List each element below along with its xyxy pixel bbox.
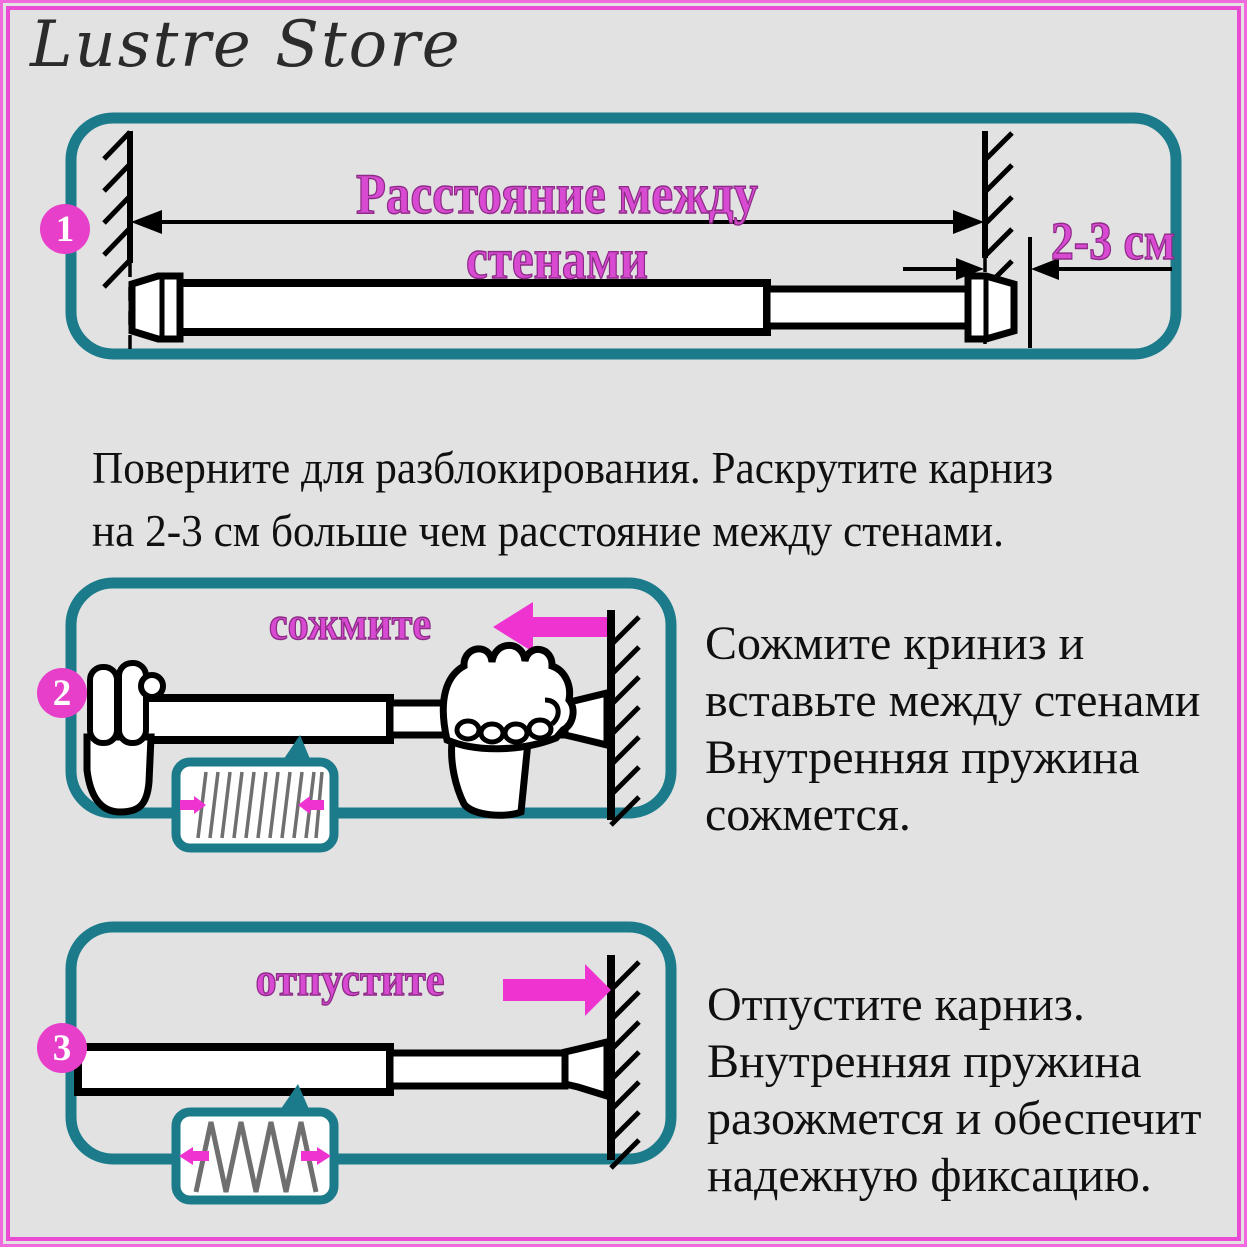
inward-arrows-icon (180, 796, 324, 814)
step3-caption: Отпустите карниз. Внутренняя пружина раз… (707, 978, 1202, 1202)
step3-wall-icon (607, 955, 641, 1170)
step1-number-badge: 1 (40, 204, 90, 254)
rod-right-cap (964, 272, 1018, 343)
release-action-label: отпустите (255, 953, 445, 1006)
store-logo: Lustre Store (30, 8, 462, 82)
left-hand-icon (83, 660, 166, 816)
right-fist-icon (439, 642, 577, 819)
rod-extended-icon (128, 272, 1018, 343)
release-arrow-right-icon (503, 964, 611, 1016)
step2-wall-icon (607, 610, 641, 827)
step2-panel (65, 577, 677, 853)
expanded-spring-inset (171, 1084, 339, 1205)
step2-number-badge: 2 (37, 668, 87, 718)
step1-panel (65, 112, 1182, 360)
expanded-spring-icon (193, 1121, 319, 1193)
gap-2-3cm-label: 2-3 см (1050, 210, 1176, 271)
compressed-spring-inset (171, 735, 339, 853)
step2-caption: Сожмите криниз и вставьте между стенами … (705, 617, 1201, 841)
compressed-spring-icon (196, 771, 324, 839)
step3-number-badge: 3 (37, 1023, 87, 1073)
squeeze-action-label: сожмите (268, 597, 432, 650)
step1-caption: Поверните для разблокирования. Раскрутит… (92, 442, 1054, 556)
left-wall-icon (102, 130, 133, 350)
outward-arrows-icon (179, 1147, 331, 1165)
rod-installed-icon (74, 1037, 611, 1101)
step3-panel (65, 921, 677, 1205)
rod-cap-at-wall (561, 1037, 611, 1101)
rod-left-cap (128, 272, 184, 343)
compress-arrow-left-icon (493, 602, 607, 652)
gap-dimension-icon (903, 237, 1172, 348)
distance-between-walls-label: Расстояние между стенами (355, 162, 758, 291)
distance-dimension-arrow-icon (131, 210, 984, 234)
